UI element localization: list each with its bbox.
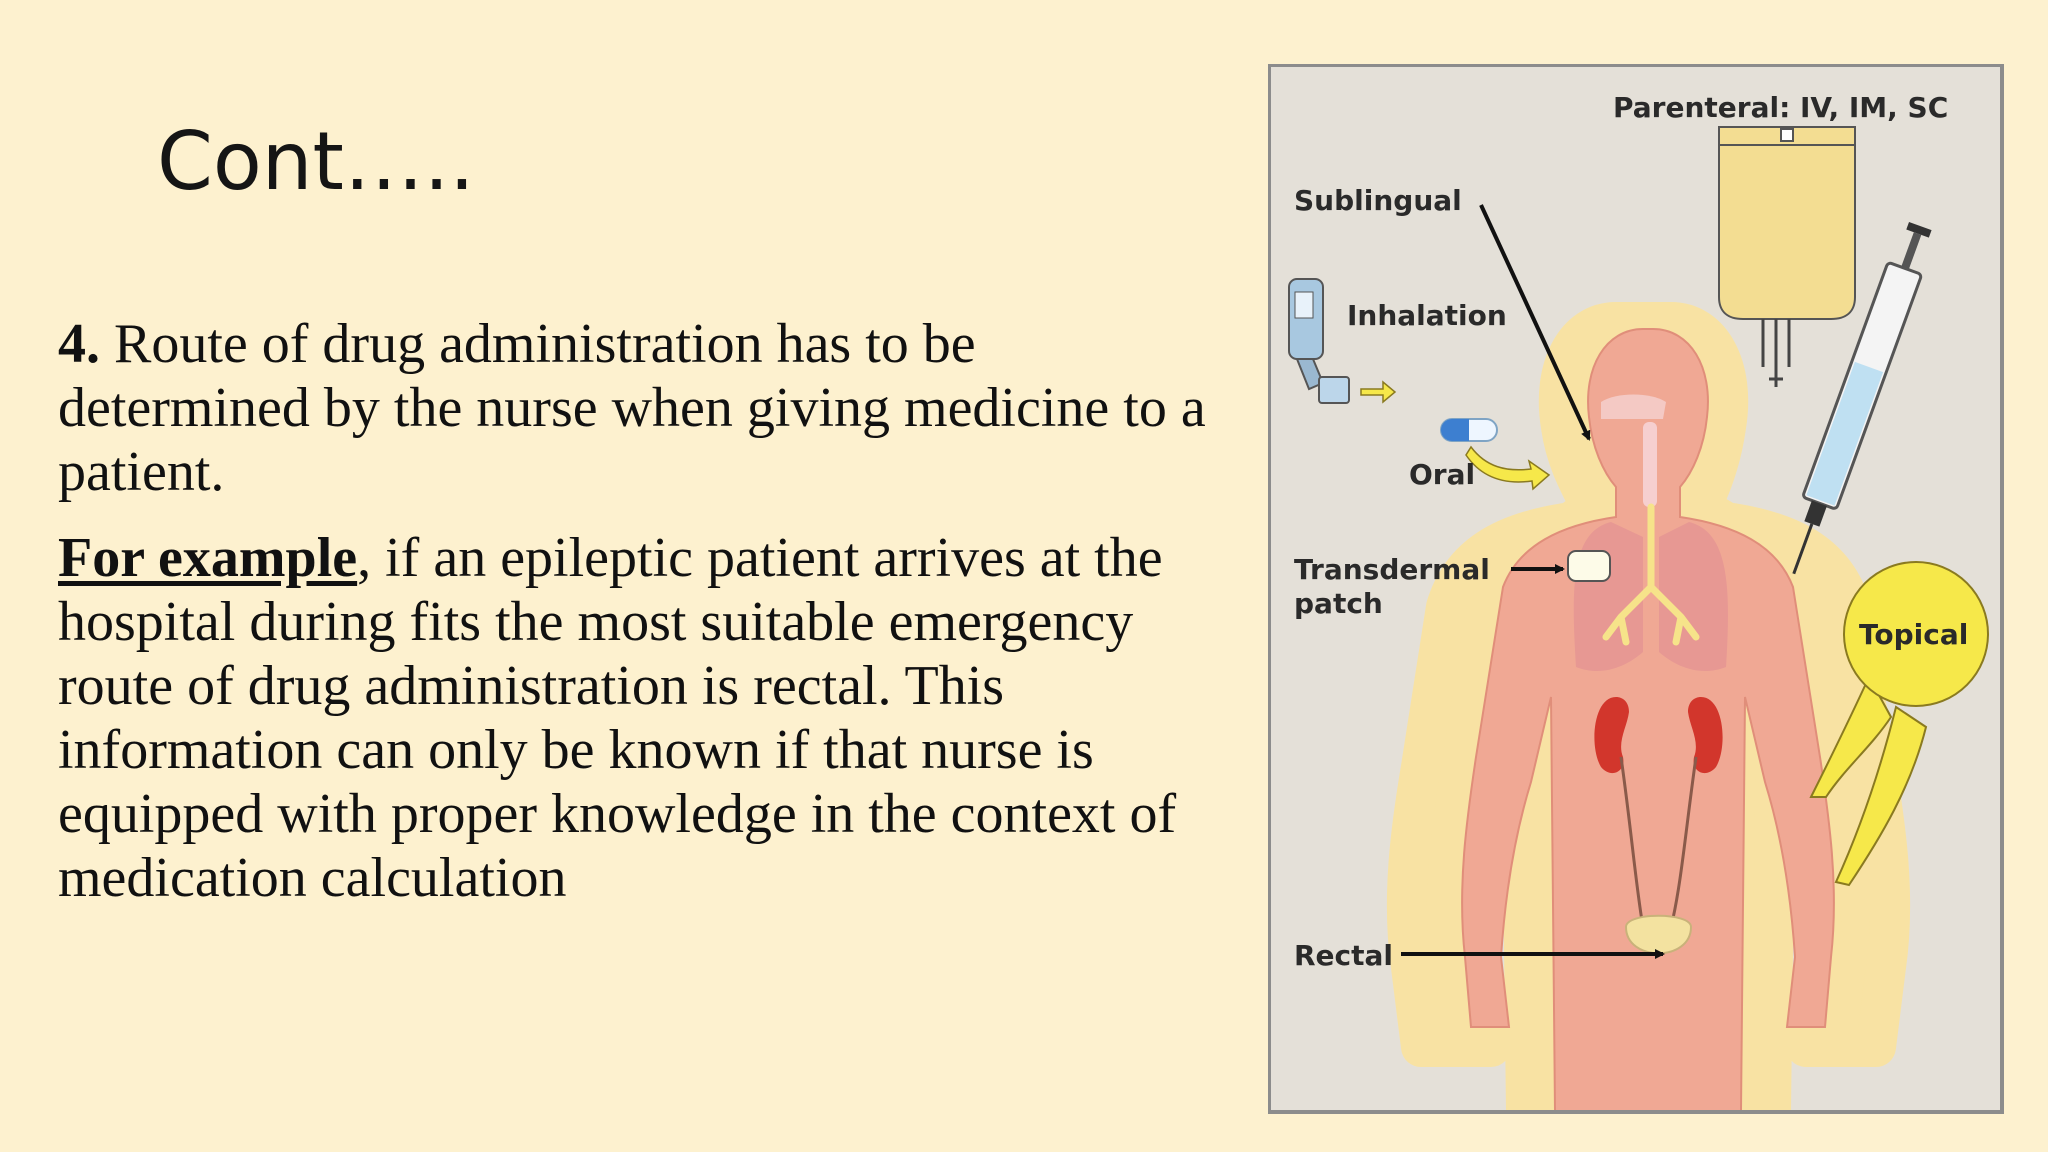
point-text: Route of drug administration has to be d… [58, 313, 1206, 503]
label-patch: patch [1294, 587, 1383, 620]
human-body [1461, 328, 1835, 1110]
slide-body: 4. Route of drug administration has to b… [58, 312, 1208, 910]
pointer-arrows [1401, 204, 1665, 959]
ureters [1619, 756, 1698, 928]
inhaler [1288, 278, 1397, 404]
label-transdermal: Transdermal [1294, 553, 1490, 586]
drug-routes-figure: Parenteral: IV, IM, SC Sublingual Inhala… [1268, 64, 2004, 1114]
label-rectal: Rectal [1294, 939, 1393, 972]
label-topical: Topical [1859, 618, 1968, 651]
point-number: 4. [58, 313, 100, 375]
oral-capsule [1440, 418, 1551, 491]
iv-bag [1718, 126, 1856, 387]
point-paragraph: 4. Route of drug administration has to b… [58, 312, 1208, 504]
bladder [1624, 914, 1693, 955]
topical-bubble [1809, 561, 1989, 887]
example-text: , if an epileptic patient arrives at the… [58, 527, 1177, 909]
drug-routes-illustration: Parenteral: IV, IM, SC Sublingual Inhala… [1288, 91, 1989, 1110]
nasal-cavity [1601, 394, 1666, 419]
syringe [1792, 221, 1932, 575]
trachea [1602, 503, 1700, 646]
label-oral: Oral [1409, 458, 1475, 491]
label-inhalation: Inhalation [1347, 299, 1507, 332]
label-parenteral: Parenteral: IV, IM, SC [1613, 91, 1948, 124]
kidneys [1594, 697, 1723, 774]
slide-title: Cont….. [157, 115, 475, 208]
throat [1643, 422, 1657, 507]
example-lead: For example [58, 527, 358, 589]
example-paragraph: For example, if an epileptic patient arr… [58, 526, 1208, 910]
transdermal-patch-shape [1567, 550, 1611, 582]
label-sublingual: Sublingual [1294, 184, 1462, 217]
